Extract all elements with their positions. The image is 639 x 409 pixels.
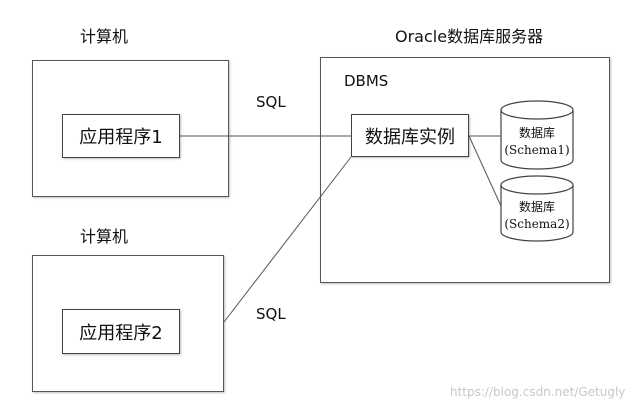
computer2-title: 计算机 <box>80 227 129 246</box>
sql-label-top: SQL <box>256 93 286 111</box>
oracle-server-title: Oracle数据库服务器 <box>395 27 544 46</box>
watermark: https://blog.csdn.net/Getugly <box>450 385 626 399</box>
db-instance-box: 数据库实例 <box>351 114 469 157</box>
app2-label: 应用程序2 <box>79 322 163 344</box>
app1-label: 应用程序1 <box>79 127 163 148</box>
oracle-server-box <box>320 57 610 283</box>
computer1-title: 计算机 <box>80 27 129 46</box>
db-instance-label: 数据库实例 <box>365 126 455 148</box>
app2-box: 应用程序2 <box>62 309 180 354</box>
dbms-label: DBMS <box>344 72 389 90</box>
sql-label-bottom: SQL <box>256 305 286 323</box>
app1-box: 应用程序1 <box>62 114 180 158</box>
